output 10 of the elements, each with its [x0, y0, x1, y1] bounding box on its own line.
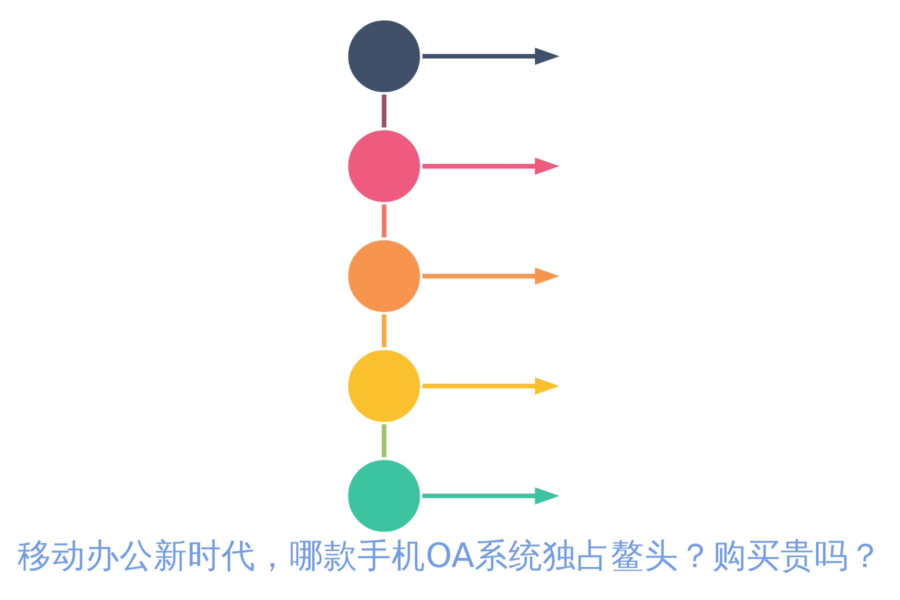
diagram-title: 移动办公新时代，哪款手机OA系统独占鳌头？购买贵吗？	[18, 536, 882, 575]
connector	[382, 94, 386, 127]
arrow	[422, 157, 560, 174]
arrow	[422, 376, 560, 394]
arrow	[422, 47, 560, 64]
connector	[382, 204, 386, 237]
connector	[382, 424, 386, 457]
connector	[382, 314, 386, 347]
arrow	[422, 486, 560, 504]
arrow	[422, 267, 560, 284]
